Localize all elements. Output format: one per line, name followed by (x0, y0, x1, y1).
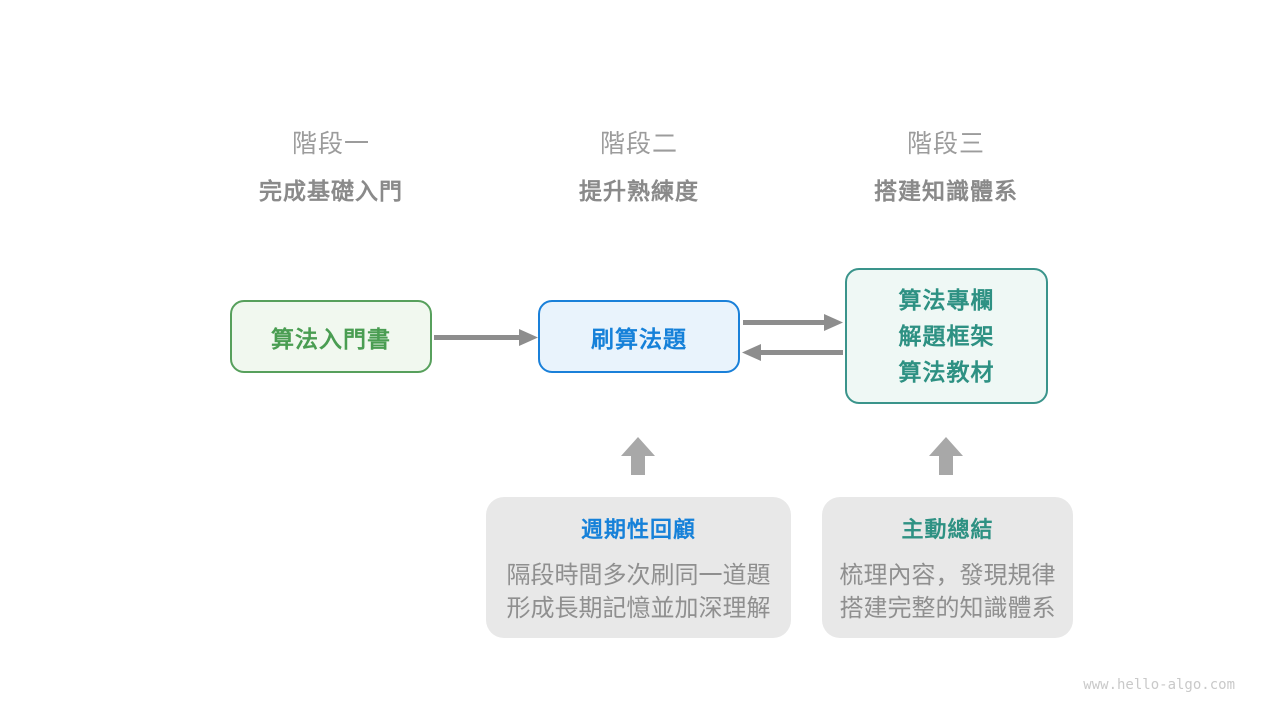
arrow-right-icon (743, 314, 843, 331)
stage-1-header: 階段一 完成基礎入門 (181, 129, 481, 206)
node-problem-practice: 刷算法題 (538, 300, 740, 373)
callout-periodic-review-line-2: 形成長期記憶並加深理解 (506, 595, 771, 622)
node-advanced-resources-line-3: 算法教材 (898, 359, 995, 385)
callout-periodic-review-desc: 隔段時間多次刷同一道題 形成長期記憶並加深理解 (486, 559, 791, 625)
callout-periodic-review: 週期性回顧 隔段時間多次刷同一道題 形成長期記憶並加深理解 (486, 497, 791, 638)
site-watermark: www.hello-algo.com (1083, 677, 1235, 693)
callout-active-summary: 主動總結 梳理內容，發現規律 搭建完整的知識體系 (822, 497, 1073, 638)
stage-3-subtitle: 搭建知識體系 (874, 178, 1018, 204)
callout-periodic-review-line-1: 隔段時間多次刷同一道題 (506, 562, 771, 589)
stage-3-title: 階段三 (906, 130, 985, 158)
node-advanced-resources-line-1: 算法專欄 (898, 287, 995, 313)
node-intro-book-label: 算法入門書 (271, 325, 391, 352)
arrow-right-icon (434, 329, 538, 346)
arrow-up-icon (929, 437, 963, 475)
callout-periodic-review-title: 週期性回顧 (580, 517, 696, 542)
callout-active-summary-line-2: 搭建完整的知識體系 (839, 595, 1056, 622)
node-advanced-resources-line-2: 解題框架 (898, 323, 995, 349)
stage-1-subtitle: 完成基礎入門 (259, 178, 403, 204)
node-intro-book: 算法入門書 (230, 300, 432, 373)
stage-3-header: 階段三 搭建知識體系 (796, 129, 1096, 206)
stage-1-title: 階段一 (291, 130, 370, 158)
stage-2-subtitle: 提升熟練度 (579, 178, 699, 204)
stage-2-header: 階段二 提升熟練度 (489, 129, 789, 206)
callout-active-summary-line-1: 梳理內容，發現規律 (839, 562, 1056, 589)
stage-2-title: 階段二 (599, 130, 678, 158)
node-problem-practice-label: 刷算法題 (591, 325, 687, 352)
arrow-left-icon (742, 344, 843, 361)
arrow-up-icon (621, 437, 655, 475)
node-advanced-resources: 算法專欄 解題框架 算法教材 (845, 268, 1048, 404)
callout-active-summary-title: 主動總結 (901, 517, 994, 542)
callout-active-summary-desc: 梳理內容，發現規律 搭建完整的知識體系 (822, 559, 1073, 625)
